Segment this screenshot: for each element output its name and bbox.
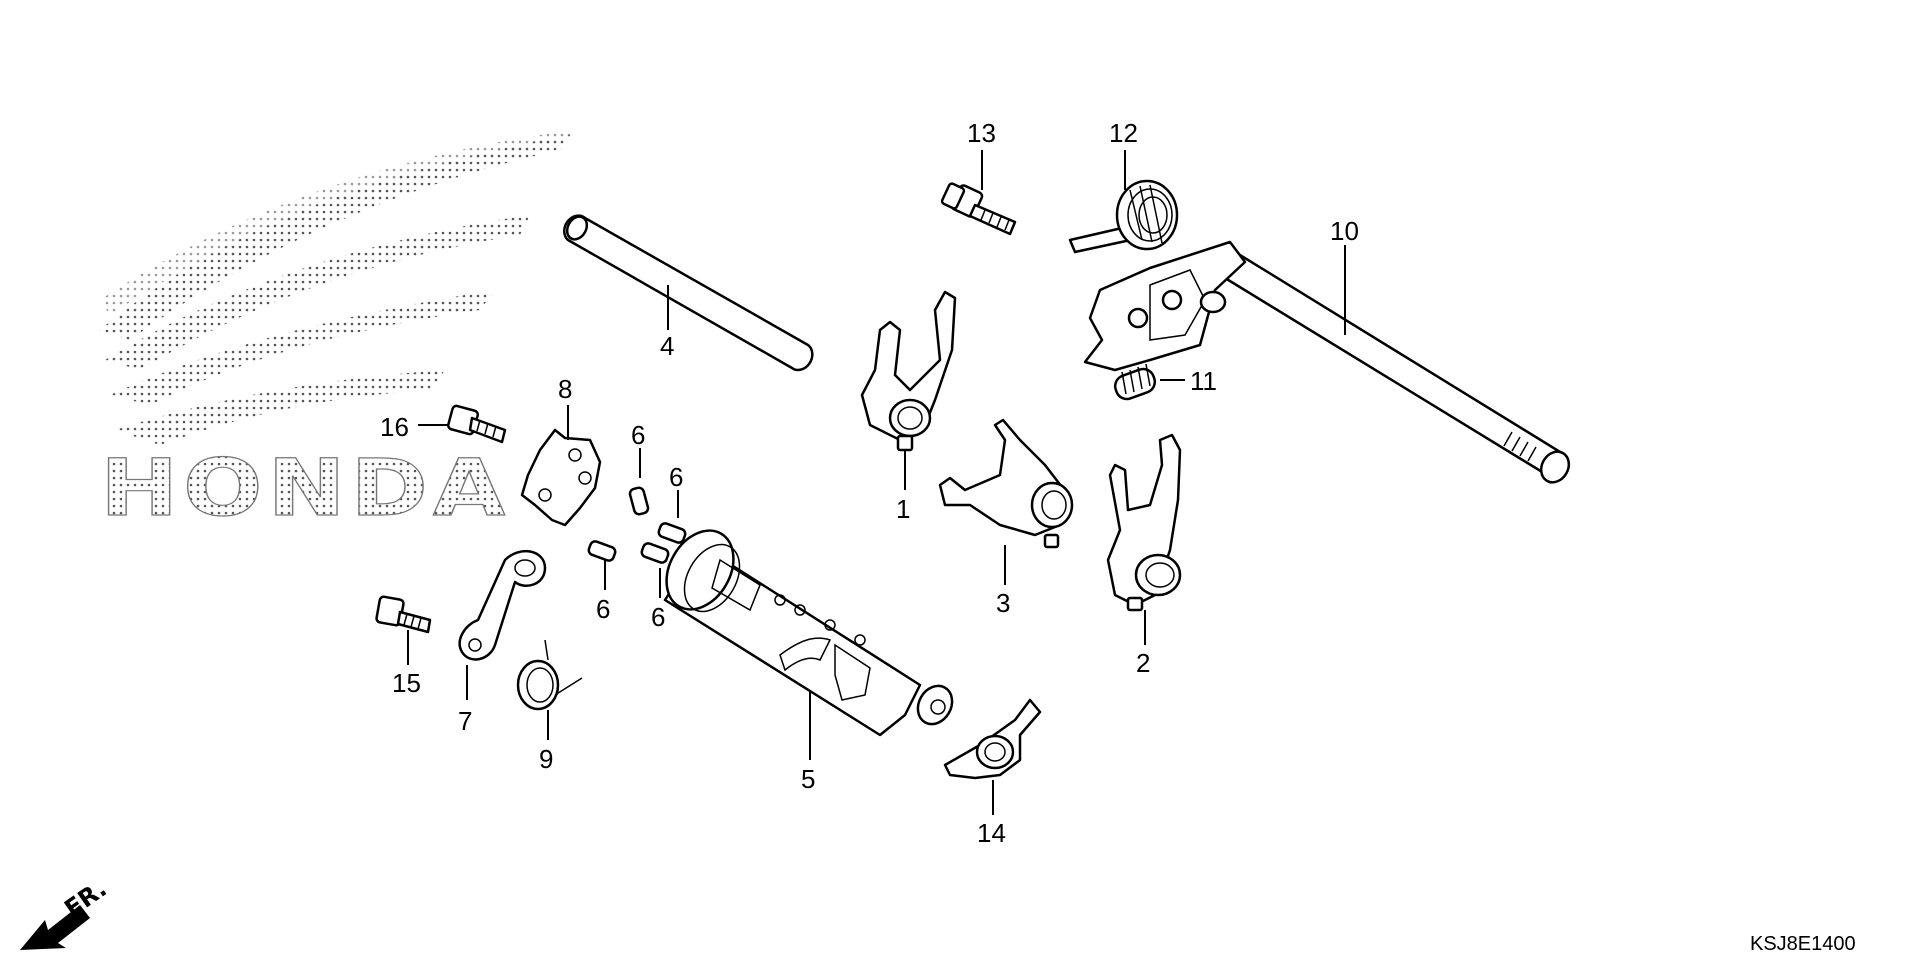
front-direction-arrow: FR.: [20, 874, 112, 950]
callout-7: 7: [458, 706, 472, 736]
callout-6a: 6: [631, 420, 645, 450]
callout-6c: 6: [596, 594, 610, 624]
center-bolt: [446, 404, 507, 444]
part-code: KSJ8E1400: [1750, 933, 1856, 955]
callout-11: 11: [1190, 366, 1217, 396]
stopper-bolt: [940, 182, 1017, 236]
callout-1: 1: [896, 494, 910, 524]
callout-10: 10: [1330, 216, 1359, 246]
callout-12: 12: [1109, 118, 1138, 148]
callout-6d: 6: [651, 602, 665, 632]
callout-6b: 6: [669, 462, 683, 492]
callout-16: 16: [380, 412, 409, 442]
stopper-arm: [458, 549, 547, 661]
shift-fork-1: [860, 290, 957, 452]
spring-11: [1113, 363, 1157, 401]
shift-fork-2: [1106, 433, 1182, 612]
shift-drum: [663, 529, 954, 737]
shift-fork-shaft: [563, 214, 814, 372]
honda-wing-logo: HONDA: [99, 130, 575, 535]
callout-8: 8: [558, 374, 572, 404]
shift-fork-3: [938, 418, 1074, 549]
stopper-arm-spring: [516, 639, 583, 711]
stopper-plate: [943, 698, 1042, 780]
callout-15: 15: [392, 668, 421, 698]
callout-2: 2: [1136, 648, 1150, 678]
honda-wordmark: HONDA: [100, 444, 510, 534]
return-spring: [1068, 179, 1179, 254]
callout-14: 14: [977, 818, 1006, 848]
callout-4: 4: [660, 331, 674, 361]
callout-3: 3: [996, 588, 1010, 618]
gearshift-spindle: [1083, 240, 1571, 484]
callout-9: 9: [539, 744, 553, 774]
callout-5: 5: [801, 764, 815, 794]
stopper-bolt-15: [375, 595, 432, 634]
dowel-pins: [587, 486, 687, 564]
callout-13: 13: [967, 118, 996, 148]
shift-drum-center: [520, 428, 602, 527]
